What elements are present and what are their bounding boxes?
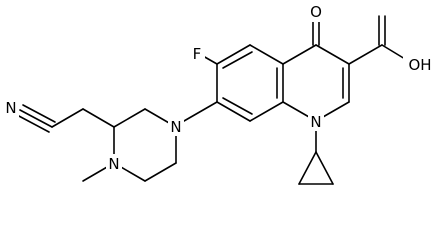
bond — [144, 162, 177, 182]
bond — [249, 101, 284, 122]
atom-label-hydroxyl: OH — [408, 56, 431, 74]
bond — [19, 109, 53, 128]
bond — [315, 44, 350, 65]
atom-label-piperazine-nitrogen-top: N — [170, 118, 181, 136]
bond — [202, 55, 218, 65]
bond — [113, 108, 146, 128]
bond — [82, 108, 115, 128]
bond — [282, 44, 317, 65]
bond — [222, 51, 253, 69]
bond — [298, 151, 317, 185]
bond — [348, 44, 383, 65]
bond — [216, 101, 251, 122]
bond — [51, 108, 84, 128]
bond — [222, 97, 253, 115]
bonds — [16, 15, 411, 185]
atom-label-quinoline-nitrogen: N — [310, 113, 321, 131]
atom-label-fluorine: F — [193, 45, 202, 63]
atom-labels: O OH F N N N N — [3, 2, 437, 173]
bond — [315, 151, 334, 185]
atom-label-nitrile-nitrogen: N — [5, 99, 16, 117]
bond — [249, 44, 284, 65]
molecule-structure: O OH F N N N N — [3, 2, 437, 185]
atom-label-piperazine-nitrogen-bottom: N — [108, 155, 119, 173]
bond — [16, 114, 50, 133]
bond — [22, 104, 56, 123]
atom-label-keto-oxygen: O — [310, 3, 322, 21]
bond — [216, 44, 251, 65]
bond — [183, 101, 218, 122]
